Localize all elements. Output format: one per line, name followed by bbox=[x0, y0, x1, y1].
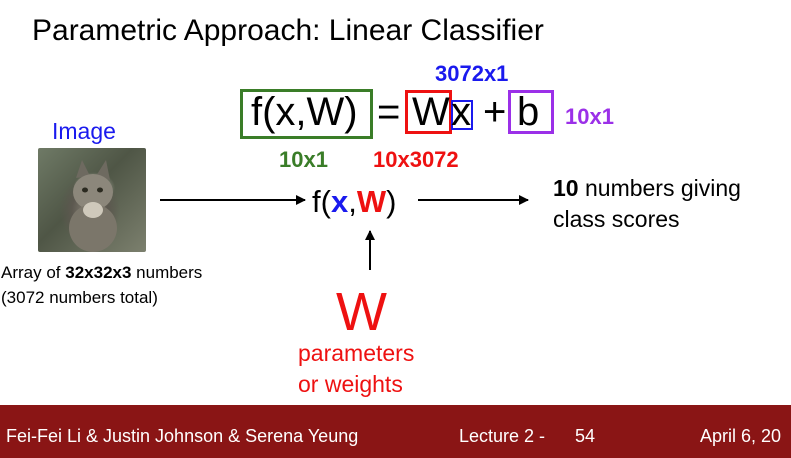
output-line1: 10 numbers giving bbox=[553, 175, 741, 202]
output-bold: 10 bbox=[553, 175, 579, 201]
cat-body bbox=[69, 204, 117, 252]
input-caption-line1: Array of 32x32x3 numbers bbox=[1, 263, 202, 283]
params-symbol: W bbox=[336, 282, 387, 342]
footer-authors: Fei-Fei Li & Justin Johnson & Serena Yeu… bbox=[6, 426, 359, 446]
w-box bbox=[405, 90, 452, 134]
caption-post: numbers bbox=[131, 263, 203, 282]
dim-x-label: 3072x1 bbox=[435, 61, 509, 86]
equation-w: W bbox=[412, 90, 450, 134]
equation-x: x bbox=[451, 90, 471, 134]
footer-page: 54 bbox=[575, 426, 596, 446]
caption-pre: Array of bbox=[1, 263, 66, 282]
footer-date: April 6, 20 bbox=[700, 426, 782, 446]
function-expression: f(x,W) bbox=[312, 184, 396, 220]
dim-w-label: 10x3072 bbox=[373, 147, 459, 172]
dim-b-label: 10x1 bbox=[565, 104, 614, 129]
output-line2: class scores bbox=[553, 206, 680, 232]
function-f: f( bbox=[312, 184, 331, 219]
cat-eye-left bbox=[82, 187, 88, 193]
cat-eye-right bbox=[97, 187, 103, 193]
input-caption-line2: (3072 numbers total) bbox=[1, 288, 158, 307]
image-label: Image bbox=[52, 118, 116, 144]
params-line2: or weights bbox=[298, 371, 403, 397]
footer-bar: Fei-Fei Li & Justin Johnson & Serena Yeu… bbox=[0, 405, 791, 458]
function-x: x bbox=[330, 184, 349, 219]
cat-image bbox=[38, 148, 146, 252]
equation-equals: = bbox=[377, 90, 401, 134]
cat-head bbox=[73, 174, 113, 210]
caption-bold: 32x32x3 bbox=[65, 263, 132, 282]
equation-plus: + bbox=[483, 90, 507, 134]
cat-drawing bbox=[69, 160, 117, 252]
arrows-layer bbox=[160, 195, 529, 270]
fxw-box bbox=[240, 89, 373, 139]
footer-lecture: Lecture 2 - bbox=[459, 426, 546, 446]
x-box bbox=[451, 100, 473, 130]
function-w: W bbox=[356, 184, 387, 219]
equation-fxw: f(x,W) bbox=[251, 90, 358, 134]
function-close: ) bbox=[386, 184, 397, 219]
cat-chest bbox=[83, 202, 103, 218]
b-box bbox=[508, 90, 554, 134]
output-rest: numbers giving bbox=[578, 175, 741, 201]
slide-title: Parametric Approach: Linear Classifier bbox=[32, 14, 544, 47]
dim-f-label: 10x1 bbox=[279, 147, 328, 172]
cat-ear-left bbox=[76, 160, 90, 178]
equation-b: b bbox=[517, 90, 540, 134]
params-line1: parameters bbox=[298, 340, 415, 366]
function-comma: , bbox=[348, 184, 357, 219]
